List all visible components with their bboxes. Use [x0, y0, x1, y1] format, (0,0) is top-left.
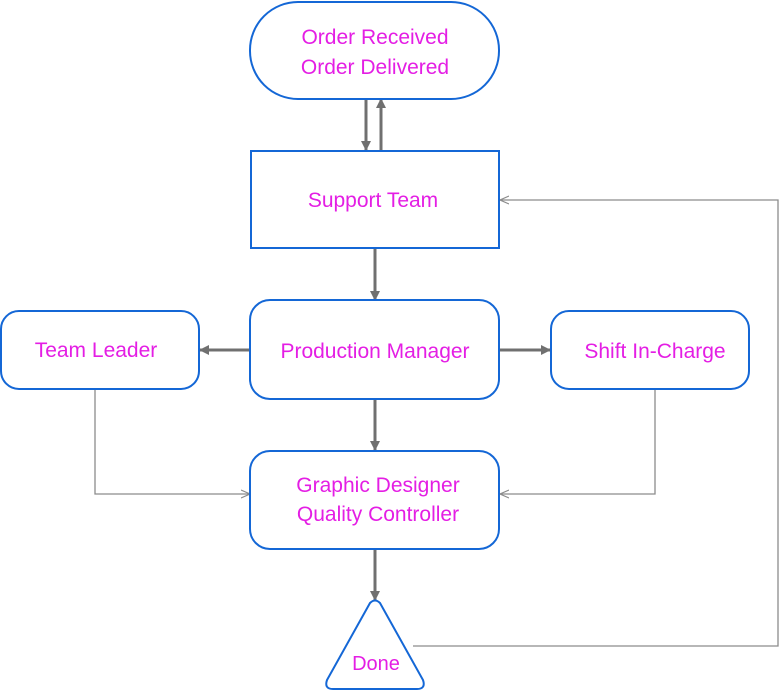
process-shape: [250, 150, 500, 249]
terminal-shape: [249, 1, 500, 100]
process-shape: [0, 310, 200, 390]
node-label: Team Leader: [35, 339, 158, 362]
node-done: Done: [325, 599, 425, 690]
process-shape: [249, 299, 500, 400]
edge-shift-to-graphic: [500, 389, 656, 494]
node-label: Support Team: [308, 189, 438, 212]
node-team-leader: Team Leader: [0, 310, 200, 390]
triangle-shape: [325, 599, 425, 690]
node-label: Order Delivered: [301, 56, 449, 79]
node-production-manager: Production Manager: [249, 299, 500, 400]
process-shape: [550, 310, 750, 390]
node-label: Done: [352, 653, 400, 675]
node-support-team: Support Team: [250, 150, 500, 249]
node-label: Order Received: [301, 26, 448, 49]
node-label: Shift In-Charge: [584, 340, 725, 363]
edge-done-to-support: [413, 200, 779, 647]
node-shift-in-charge: Shift In-Charge: [550, 310, 750, 390]
node-label: Graphic Designer: [296, 474, 459, 497]
node-label: Production Manager: [280, 340, 469, 363]
process-shape: [249, 450, 500, 550]
edges: [94, 98, 779, 647]
node-label: Quality Controller: [297, 503, 459, 526]
edge-leader-to-graphic: [94, 389, 250, 494]
node-graphic-designer-quality-controller: Graphic Designer Quality Controller: [249, 450, 500, 550]
node-order-received-delivered: Order Received Order Delivered: [249, 1, 500, 100]
